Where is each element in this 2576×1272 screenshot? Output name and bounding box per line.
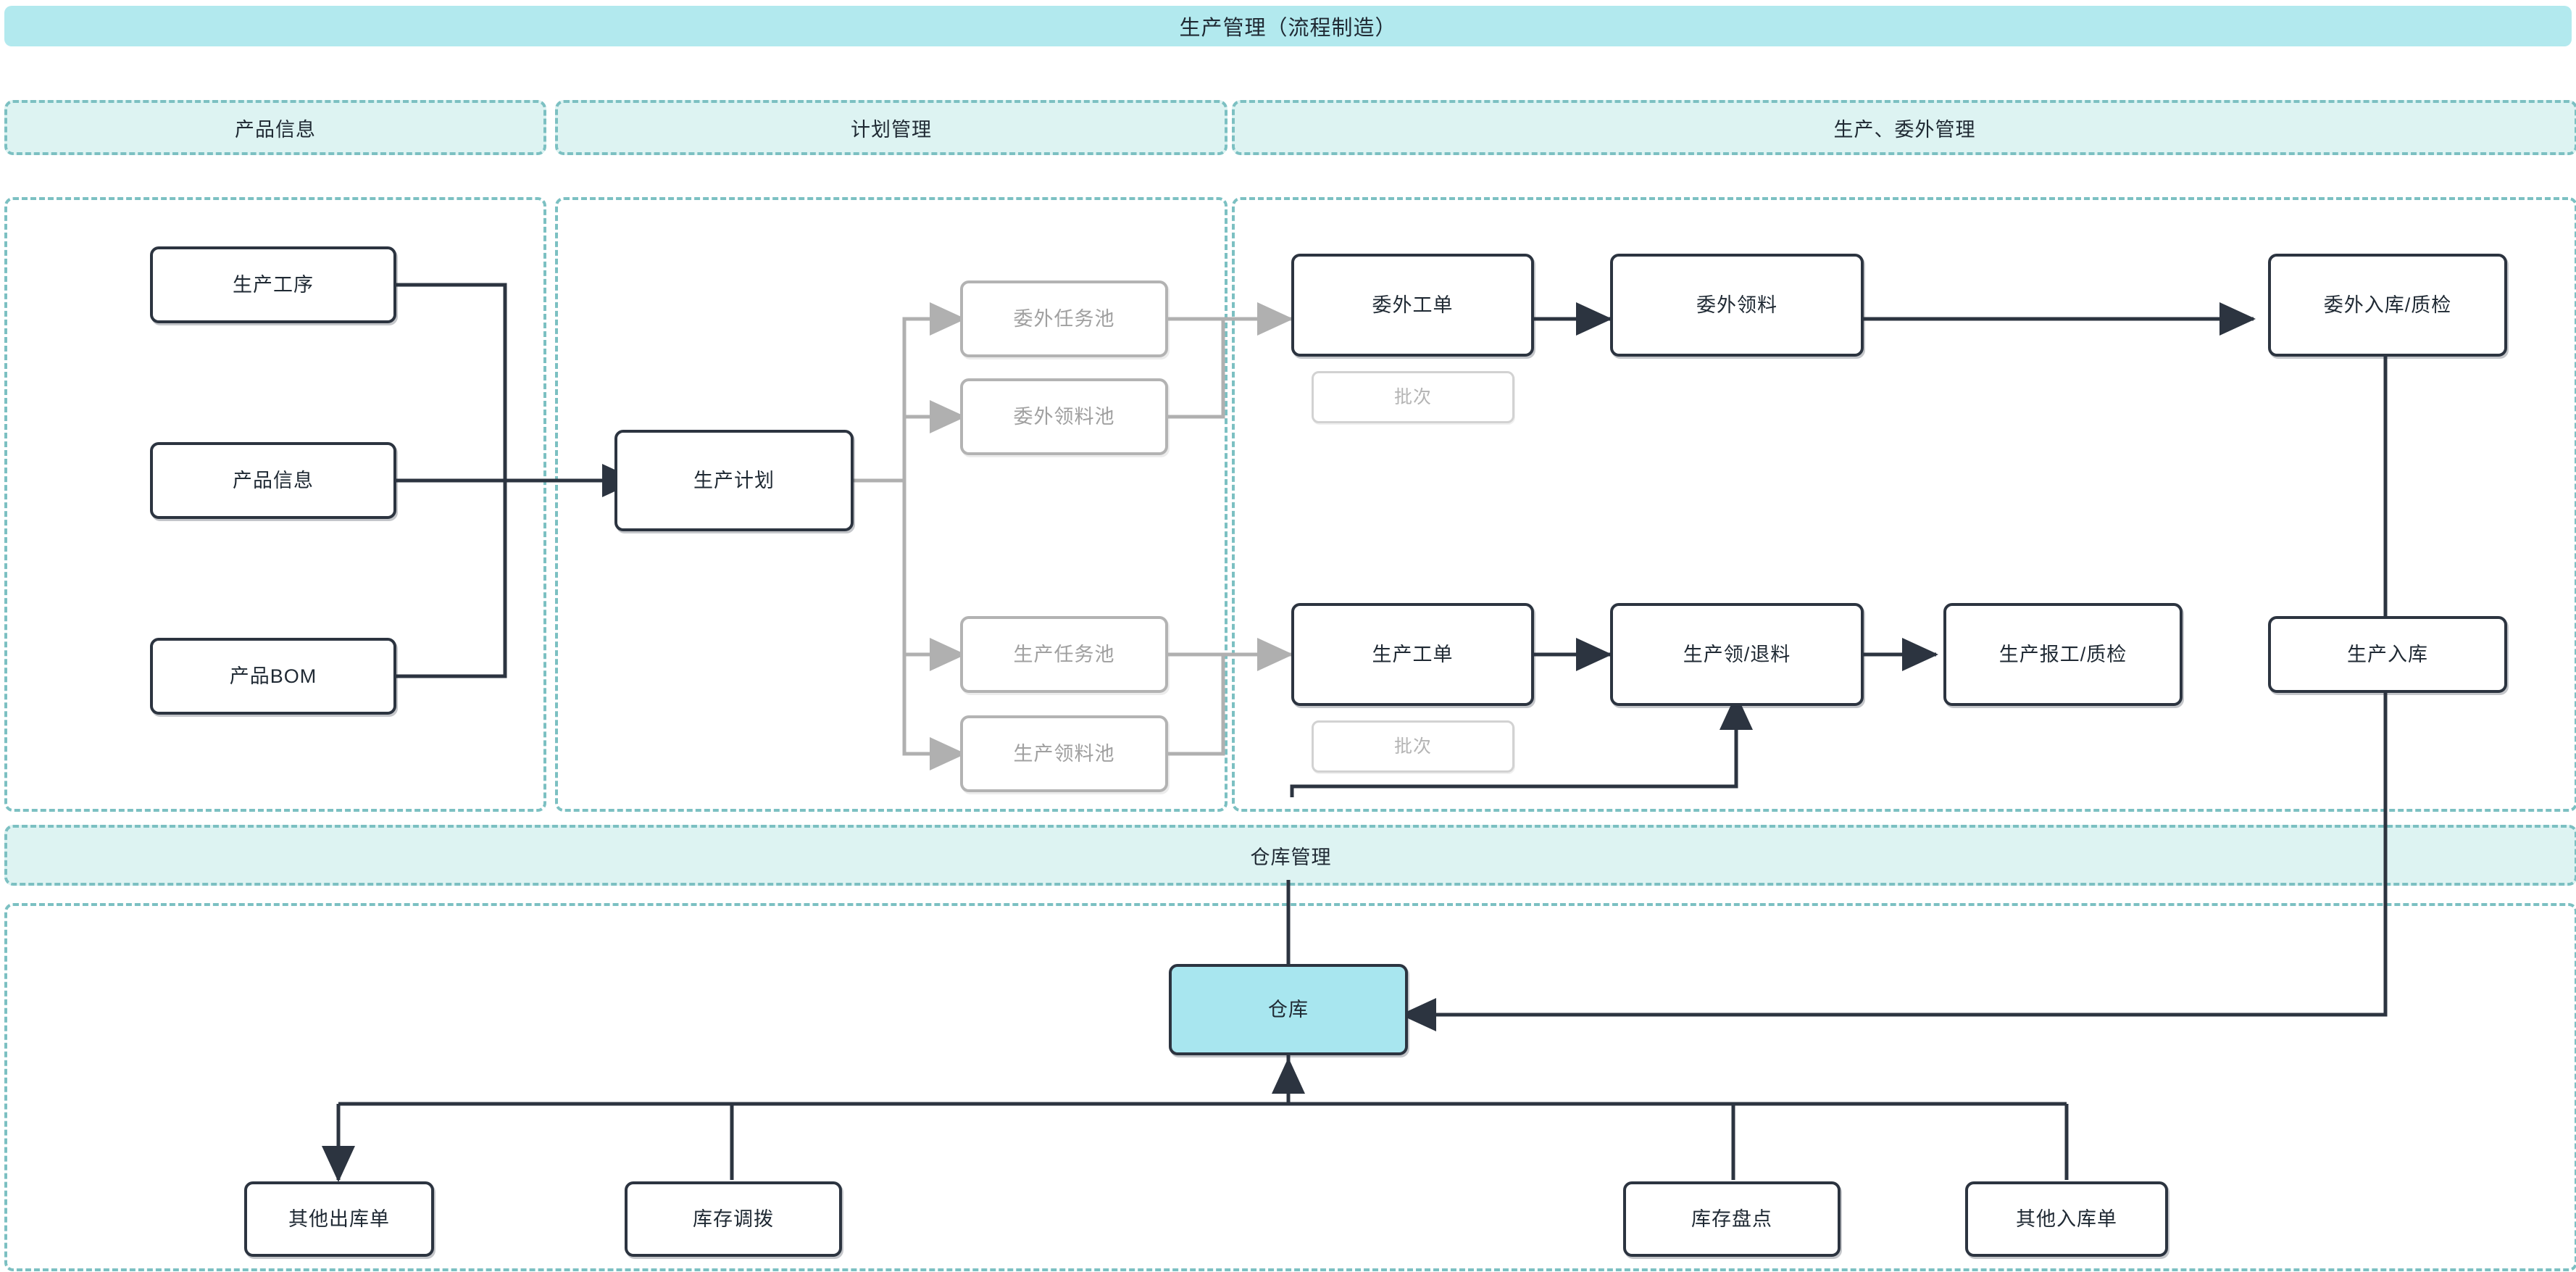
node-warehouse[interactable]: 仓库 [1169, 964, 1408, 1055]
lane-body-warehouse-management [4, 903, 2576, 1271]
node-stock-count[interactable]: 库存盘点 [1623, 1181, 1841, 1257]
lane-body-plan-management [555, 197, 1227, 812]
node-outsourcing-batch[interactable]: 批次 [1312, 371, 1514, 423]
node-outsourcing-inbound-qc[interactable]: 委外入库/质检 [2268, 254, 2507, 357]
node-product-bom[interactable]: 产品BOM [150, 638, 396, 715]
node-production-report-qc[interactable]: 生产报工/质检 [1943, 603, 2183, 706]
diagram-title-bar: 生产管理（流程制造） [4, 6, 2572, 46]
node-production-inbound[interactable]: 生产入库 [2268, 616, 2507, 693]
node-production-work-order[interactable]: 生产工单 [1291, 603, 1534, 706]
node-production-batch[interactable]: 批次 [1312, 720, 1514, 773]
node-production-pick-pool[interactable]: 生产领料池 [960, 715, 1168, 792]
node-other-inbound[interactable]: 其他入库单 [1965, 1181, 2168, 1257]
node-outsourcing-task-pool[interactable]: 委外任务池 [960, 280, 1168, 357]
node-outsourcing-work-order[interactable]: 委外工单 [1291, 254, 1534, 357]
node-production-plan[interactable]: 生产计划 [614, 430, 854, 531]
node-product-info[interactable]: 产品信息 [150, 442, 396, 519]
node-production-task-pool[interactable]: 生产任务池 [960, 616, 1168, 693]
node-other-outbound[interactable]: 其他出库单 [244, 1181, 434, 1257]
node-outsourcing-picking[interactable]: 委外领料 [1610, 254, 1864, 357]
lane-header-production-outsourcing: 生产、委外管理 [1232, 100, 2576, 155]
lane-body-product-info [4, 197, 546, 812]
node-stock-transfer[interactable]: 库存调拨 [625, 1181, 842, 1257]
node-outsourcing-pick-pool[interactable]: 委外领料池 [960, 378, 1168, 455]
lane-header-warehouse-management: 仓库管理 [4, 825, 2576, 886]
lane-header-product-info: 产品信息 [4, 100, 546, 155]
lane-header-plan-management: 计划管理 [555, 100, 1227, 155]
node-production-process[interactable]: 生产工序 [150, 246, 396, 323]
node-production-pick-return[interactable]: 生产领/退料 [1610, 603, 1864, 706]
